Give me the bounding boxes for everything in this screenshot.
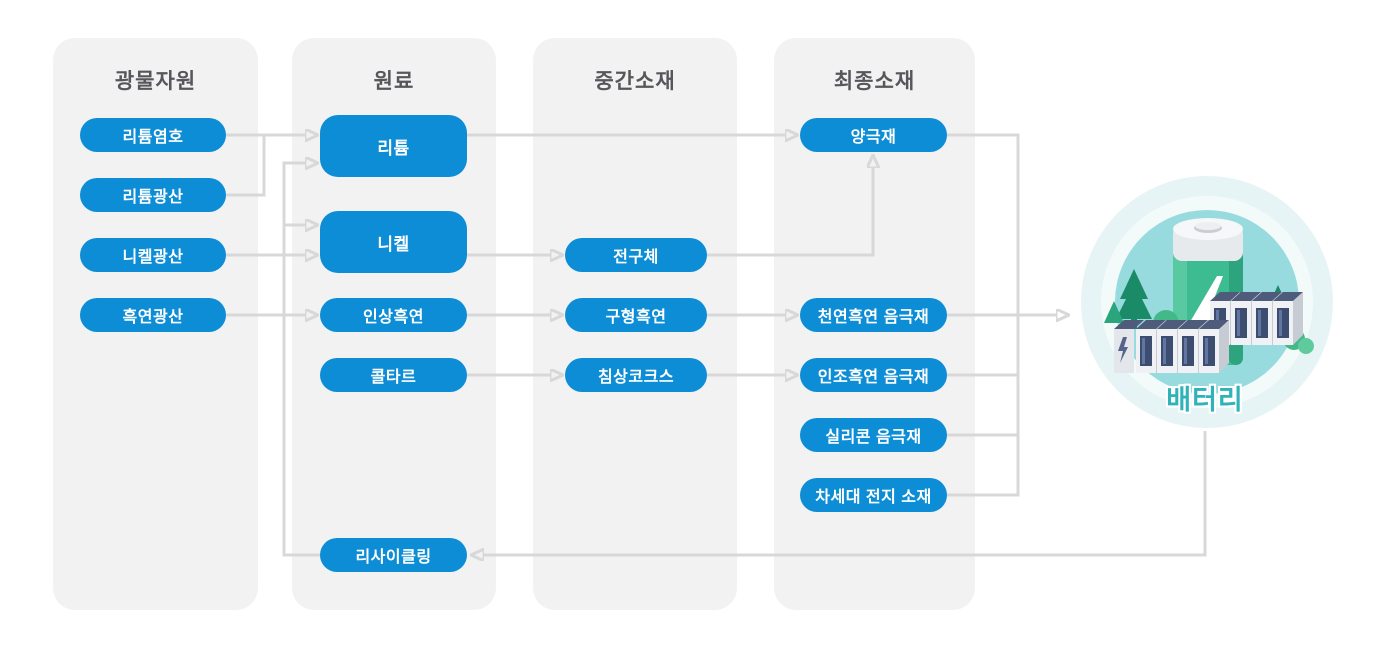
node-needle-coke: 침상코크스 [565, 358, 707, 392]
column-header: 중간소재 [594, 70, 676, 93]
node-artificial-graphite-anode: 인조흑연 음극재 [800, 358, 947, 392]
edge-battery-to-recycling [483, 431, 1207, 555]
node-precursor: 전구체 [565, 238, 707, 272]
node-nickel-mine: 니켈광산 [80, 238, 226, 272]
edge-precursor-to-cathode [707, 167, 873, 257]
node-lithium-salt-lake: 리튬염호 [80, 118, 226, 152]
node-next-gen-battery-material: 차세대 전지 소재 [800, 478, 947, 512]
column-header: 광물자원 [114, 70, 197, 93]
node-graphite-mine: 흑연광산 [80, 298, 226, 332]
node-nickel: 니켈 [320, 211, 467, 273]
node-lithium-mine: 리튬광산 [80, 178, 226, 212]
node-natural-graphite-anode: 천연흑연 음극재 [800, 298, 947, 332]
column-header: 최종소재 [833, 70, 916, 93]
battery-icon [1081, 176, 1333, 428]
node-silicon-anode: 실리콘 음극재 [800, 418, 947, 452]
node-lithium: 리튬 [320, 115, 467, 177]
node-spherical-graphite: 구형흑연 [565, 298, 707, 332]
storage-racks-icon [1114, 292, 1303, 373]
battery-illustration [1078, 173, 1336, 431]
node-cathode-material: 양극재 [800, 118, 947, 152]
column-header: 원료 [373, 70, 415, 93]
node-flake-graphite: 인상흑연 [320, 298, 467, 332]
node-recycling: 리사이클링 [320, 538, 467, 572]
edge-recycling-to-lithium [282, 163, 320, 557]
node-coal-tar: 콜타르 [320, 358, 467, 392]
battery-label: 배터리 [1166, 385, 1244, 415]
edge-lithium-mine-merge [226, 135, 266, 197]
